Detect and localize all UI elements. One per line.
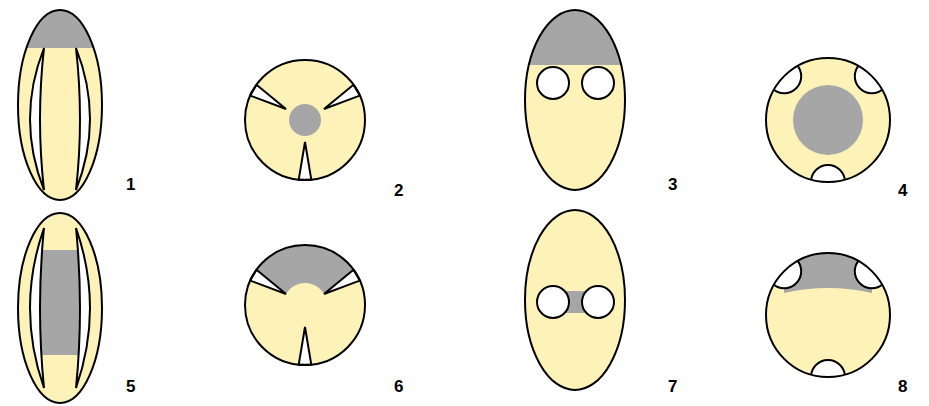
callout-number: 4 xyxy=(898,182,907,199)
figure-6 xyxy=(245,245,365,365)
callout-number: 3 xyxy=(668,176,677,193)
callout-number: 7 xyxy=(668,378,677,395)
callout-number: 1 xyxy=(126,176,135,193)
callout-number: 8 xyxy=(898,378,907,395)
figure-3 xyxy=(520,0,630,190)
figure-4 xyxy=(766,58,890,199)
figure-2 xyxy=(245,60,365,180)
figure-5 xyxy=(18,213,102,403)
figure-8 xyxy=(766,245,890,394)
figure-1 xyxy=(0,0,120,200)
callout-number: 6 xyxy=(394,378,403,395)
callout-number: 5 xyxy=(126,378,135,395)
figure-7 xyxy=(525,210,625,390)
callout-number: 2 xyxy=(394,182,403,199)
